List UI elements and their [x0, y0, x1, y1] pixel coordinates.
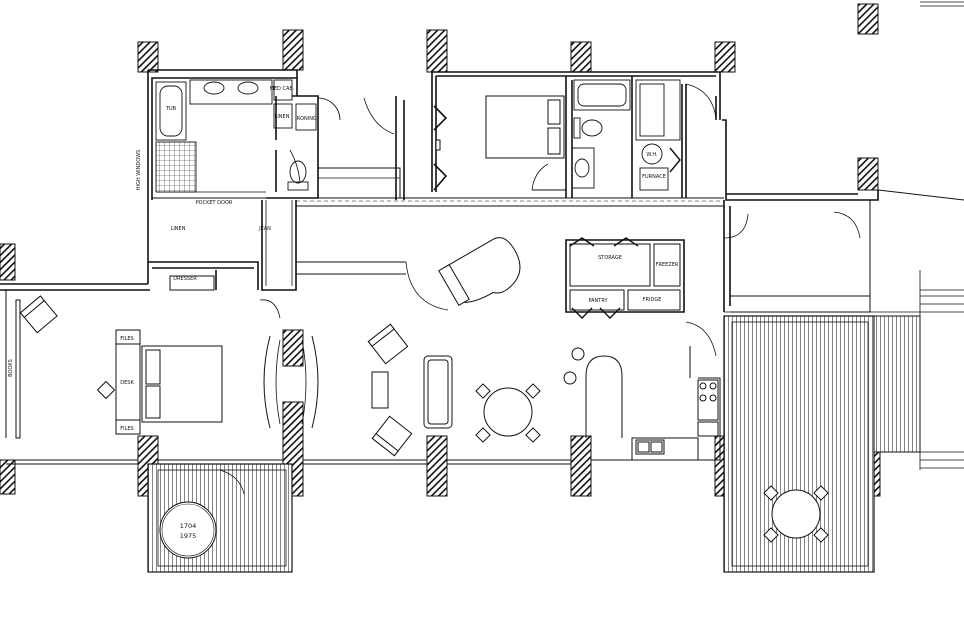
- bathtub: [573, 79, 631, 111]
- sink: [203, 81, 225, 95]
- label-high-windows: HIGH WINDOWS: [136, 150, 142, 191]
- range: [697, 379, 719, 421]
- walls: [0, 1, 964, 470]
- label-files-top: FILES: [120, 336, 133, 342]
- deck-dining: [763, 485, 829, 543]
- living-room: [263, 237, 541, 457]
- label-books: BOOKS: [8, 359, 14, 377]
- desk: [115, 329, 141, 435]
- label-storage: STORAGE: [598, 255, 622, 261]
- label-freezer: FREEZER: [656, 262, 679, 268]
- label-ironing: IRONING: [295, 116, 317, 122]
- bedroom-2: [433, 95, 565, 191]
- stamp-unit: 1704: [180, 522, 197, 530]
- label-furnace: FURNACE: [642, 174, 666, 180]
- armchair: [19, 295, 58, 334]
- hall-bath: [571, 79, 631, 189]
- master-bedroom: [15, 275, 223, 439]
- sink: [237, 81, 259, 95]
- water-heater: [641, 143, 663, 165]
- dining-table: [483, 387, 533, 437]
- label-linen-bath: LINEN: [275, 114, 290, 120]
- label-linen-hall: LINEN: [171, 226, 186, 232]
- armchair: [371, 415, 413, 457]
- label-jean: JEAN: [258, 226, 271, 232]
- shower-tile: [155, 141, 197, 193]
- grand-piano: [438, 237, 521, 307]
- label-files-bottom: FILES: [120, 426, 133, 432]
- room-labels: TUB MED CAB. LINEN IRONING HIGH WINDOWS …: [8, 86, 679, 432]
- toilet: [581, 119, 603, 137]
- label-desk: DESK: [120, 380, 134, 386]
- furnace: [639, 167, 669, 191]
- master-bath: [155, 79, 317, 193]
- coffee-table: [371, 371, 389, 409]
- label-tub: TUB: [165, 106, 177, 112]
- stamp-year: 1975: [180, 532, 197, 540]
- vanity: [571, 147, 595, 189]
- label-pantry: PANTRY: [588, 298, 608, 304]
- kitchen: [563, 237, 719, 455]
- outdoor-table: [771, 489, 821, 539]
- label-pocket-door: POCKET DOOR: [196, 200, 233, 206]
- bathtub: [155, 81, 187, 141]
- unit-stamp: 1704 1975: [159, 501, 217, 559]
- label-fridge: FRIDGE: [643, 297, 662, 303]
- label-med-cab: MED CAB.: [270, 86, 295, 92]
- door-swings: [219, 83, 861, 495]
- utility: [635, 79, 681, 191]
- armchair: [367, 323, 409, 365]
- label-dresser: DRESSER: [173, 276, 197, 282]
- toilet: [289, 160, 307, 184]
- label-water-heater: W.H.: [646, 152, 658, 158]
- vanity: [189, 79, 273, 105]
